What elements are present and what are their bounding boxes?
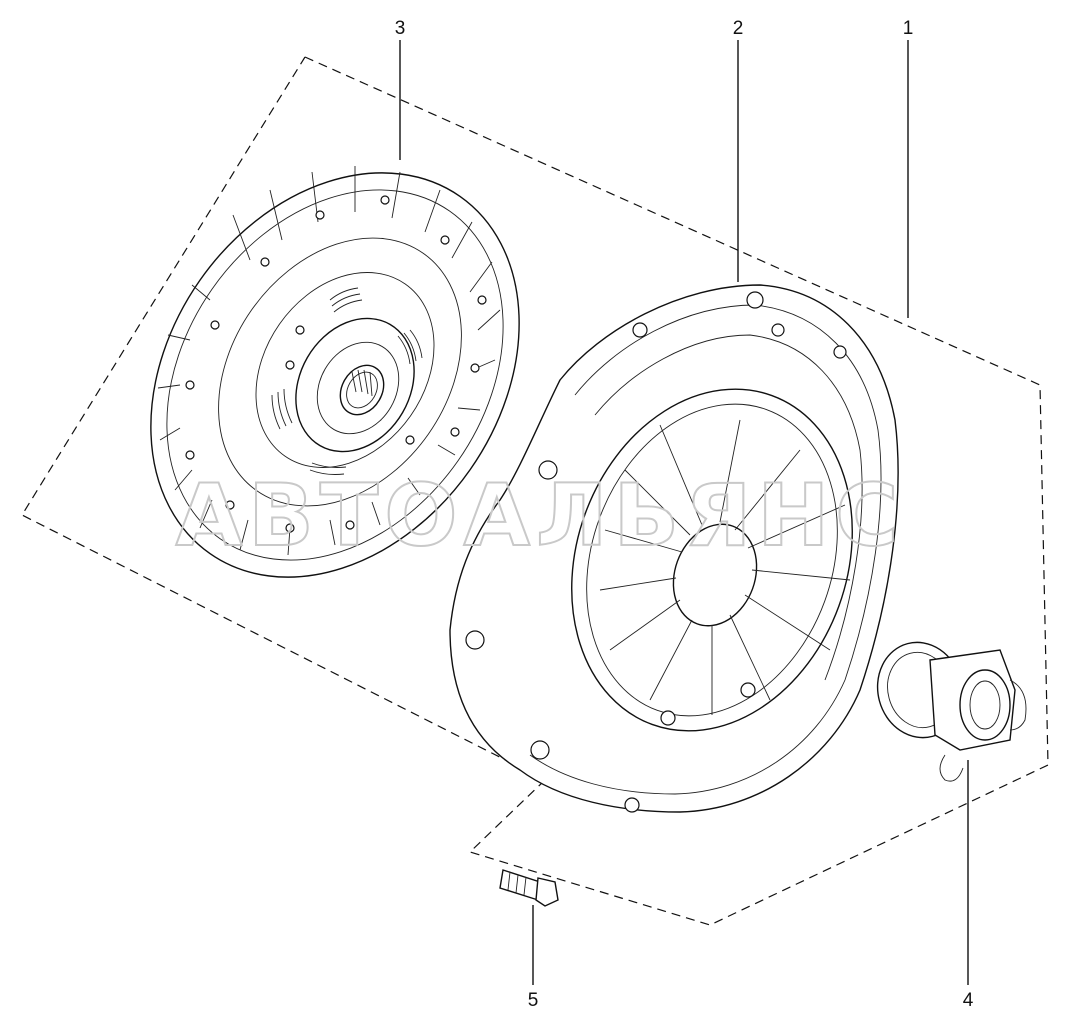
clutch-disc bbox=[150, 166, 520, 578]
release-bearing bbox=[876, 641, 1027, 782]
callout-4: 4 bbox=[963, 990, 974, 1011]
watermark-text: АВТОАЛЬЯНС bbox=[176, 466, 905, 566]
disc-damper-springs bbox=[271, 287, 423, 475]
leader-lines bbox=[399, 40, 969, 985]
pressure-plate-holes bbox=[465, 291, 847, 813]
diaphragm-fingers bbox=[599, 419, 851, 715]
disc-hub-splines bbox=[351, 369, 373, 397]
pressure-plate bbox=[449, 284, 899, 813]
callout-3: 3 bbox=[395, 18, 406, 39]
callout-1: 1 bbox=[903, 18, 914, 39]
bolt bbox=[499, 869, 559, 907]
disc-rivets bbox=[185, 195, 487, 533]
callout-2: 2 bbox=[733, 18, 744, 39]
kit-boundary-dashed bbox=[21, 56, 1049, 926]
callout-5: 5 bbox=[528, 990, 539, 1011]
disc-friction-segments bbox=[157, 166, 501, 556]
